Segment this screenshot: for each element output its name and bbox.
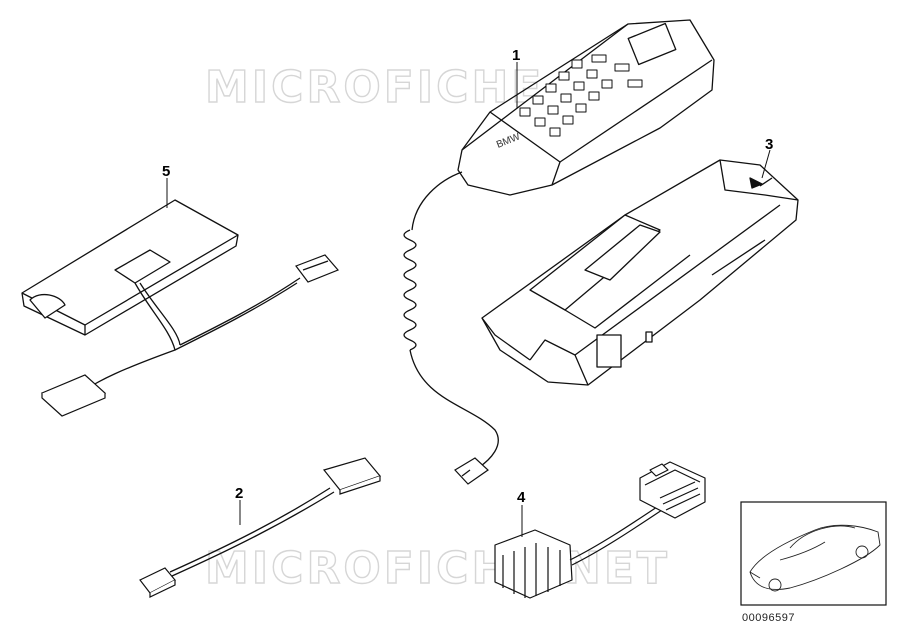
vehicle-inset — [740, 501, 887, 606]
handset-plug — [454, 457, 489, 485]
cable-plug-bottom — [139, 567, 176, 598]
callout-4: 4 — [517, 489, 526, 506]
handset-part: BMW — [457, 19, 715, 196]
module-cable — [84, 277, 301, 391]
module-plug-large — [40, 374, 107, 417]
cable-part — [169, 487, 335, 577]
adapter-part — [494, 461, 706, 599]
module-plug-small — [295, 254, 340, 283]
callout-5: 5 — [162, 163, 170, 180]
watermark-bottom: MICROFICHE.NET — [205, 543, 670, 594]
cradle-part — [481, 159, 799, 386]
callout-3: 3 — [765, 136, 773, 153]
cable-plug-top — [322, 457, 382, 495]
callout-2: 2 — [235, 485, 243, 502]
car-icon — [749, 524, 881, 592]
handset-cord — [403, 171, 499, 469]
module-part — [21, 199, 239, 336]
keypad — [519, 54, 643, 137]
diagram-number: 00096597 — [742, 612, 795, 624]
leader-lines — [166, 62, 771, 537]
callout-1: 1 — [512, 47, 520, 64]
